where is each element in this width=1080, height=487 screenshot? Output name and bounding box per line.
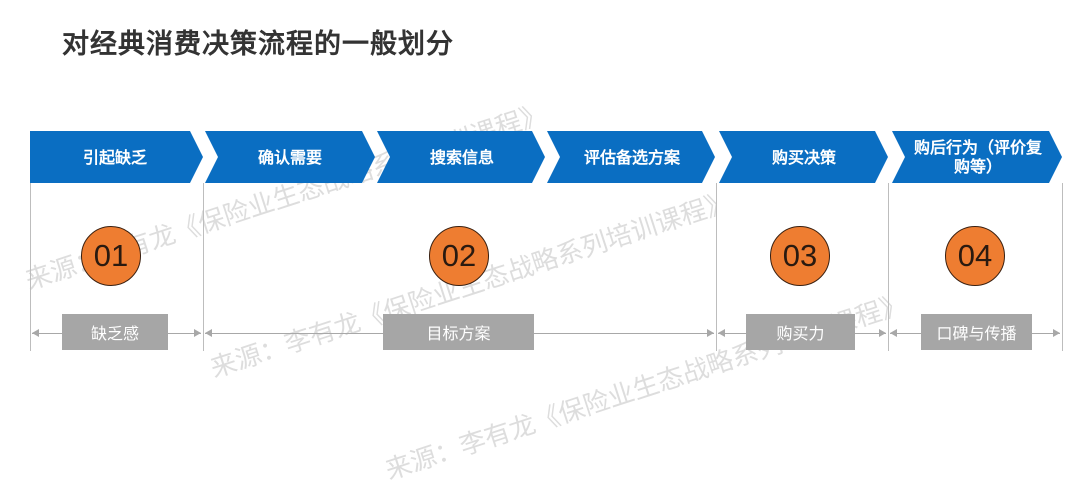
arrow-right-icon (707, 329, 714, 337)
step-label: 引起缺乏 (82, 147, 147, 167)
phase-divider (203, 183, 204, 351)
arrow-right-icon (194, 329, 201, 337)
phase-number-badge: 02 (429, 226, 489, 286)
arrow-left-icon (32, 329, 39, 337)
step-label: 搜索信息 (429, 147, 494, 167)
phase-divider (1062, 183, 1063, 351)
step-label: 购后行为（评价复购等） (913, 138, 1042, 176)
step-label: 购买决策 (771, 147, 836, 167)
phase-label: 口碑与传播 (921, 314, 1032, 350)
chevron-step-4 (547, 131, 715, 183)
phase-number-badge: 04 (945, 226, 1005, 286)
process-chevrons (30, 131, 1062, 183)
phase-label: 购买力 (746, 314, 855, 350)
step-label: 确认需要 (257, 147, 322, 167)
phase-divider (30, 183, 31, 351)
arrow-left-icon (890, 329, 897, 337)
chevron-step-3 (377, 131, 545, 183)
phase-divider (716, 183, 717, 351)
page-title: 对经典消费决策流程的一般划分 (62, 29, 454, 60)
step-label: 评估备选方案 (583, 147, 680, 167)
chevron-step-5 (719, 131, 888, 183)
arrow-left-icon (205, 329, 212, 337)
chevron-step-1 (30, 131, 203, 183)
phase-label: 目标方案 (383, 314, 534, 350)
chevron-step-6 (892, 131, 1062, 183)
phase-divider (888, 183, 889, 351)
phase-number-badge: 03 (770, 226, 830, 286)
arrow-right-icon (879, 329, 886, 337)
arrow-left-icon (718, 329, 725, 337)
chevron-step-2 (205, 131, 375, 183)
arrow-right-icon (1053, 329, 1060, 337)
phase-number-badge: 01 (81, 226, 141, 286)
phase-label: 缺乏感 (62, 314, 168, 350)
